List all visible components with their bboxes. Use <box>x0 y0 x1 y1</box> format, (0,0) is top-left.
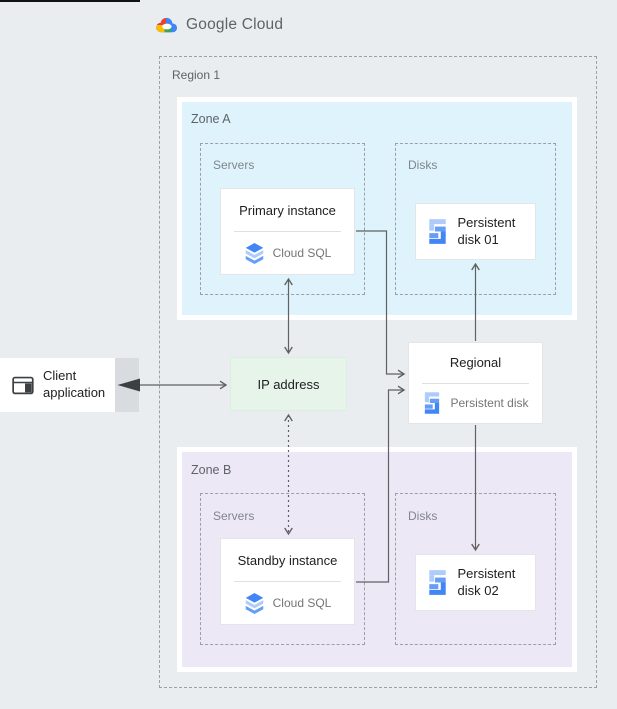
zone-b-label: Zone B <box>191 463 232 477</box>
standby-instance-title: Standby instance <box>237 552 338 568</box>
google-cloud-logo-text: Google Cloud <box>186 16 284 33</box>
google-cloud-logo-icon <box>154 15 179 35</box>
card-divider <box>234 581 341 582</box>
cloud-sql-label: Cloud SQL <box>272 596 332 610</box>
client-application-label: Client application <box>43 368 106 400</box>
zone-a-servers-group <box>200 143 365 295</box>
card-divider <box>422 382 529 384</box>
regional-disk-title: Regional <box>449 355 502 371</box>
persistent-disk-icon <box>426 219 449 244</box>
primary-instance-card: Primary instance Cloud SQL <box>220 188 355 275</box>
persistent-disk-icon <box>426 570 449 595</box>
zone-b-disks-label: Disks <box>408 509 438 523</box>
persistent-disk-02-label: Persistent disk 02 <box>457 565 516 598</box>
ip-address-label: IP address <box>257 376 320 392</box>
regional-disk-card: Regional Persistent disk <box>408 342 543 424</box>
persistent-disk-01-label: Persistent disk 01 <box>457 214 516 247</box>
region-label: Region 1 <box>172 68 221 82</box>
zone-b-servers-label: Servers <box>213 509 255 523</box>
ip-address-card: IP address <box>230 357 347 411</box>
card-divider <box>234 231 341 232</box>
client-application-card: Client application <box>0 358 115 412</box>
cloud-sql-label: Cloud SQL <box>272 246 332 260</box>
region-container <box>159 56 597 688</box>
regional-disk-subtitle: Persistent disk <box>450 396 529 411</box>
zone-a-disks-label: Disks <box>408 158 438 172</box>
google-cloud-logo: Google Cloud <box>154 15 283 35</box>
persistent-disk-02-card: Persistent disk 02 <box>415 554 536 611</box>
cloud-sql-icon <box>244 242 265 265</box>
zone-a-label: Zone A <box>191 112 231 126</box>
client-card-shadow <box>115 358 139 412</box>
primary-instance-title: Primary instance <box>239 202 336 218</box>
cloud-sql-icon <box>244 592 265 615</box>
persistent-disk-01-card: Persistent disk 01 <box>415 203 536 260</box>
persistent-disk-icon <box>422 392 442 414</box>
client-app-icon <box>12 376 34 395</box>
standby-instance-card: Standby instance Cloud SQL <box>220 538 355 625</box>
zone-a-servers-label: Servers <box>213 158 255 172</box>
top-border-line <box>0 0 140 2</box>
